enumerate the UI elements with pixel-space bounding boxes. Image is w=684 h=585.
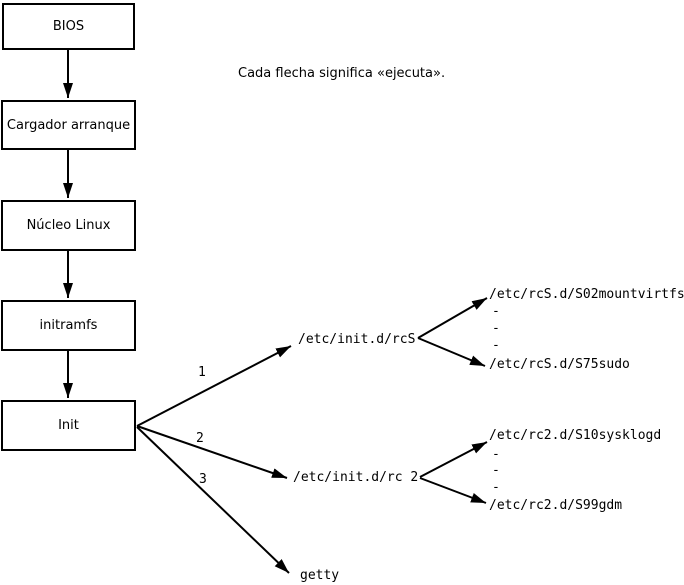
node-nucleo-linux-label: Núcleo Linux xyxy=(26,218,111,233)
branch-number-2: 2 xyxy=(196,431,204,446)
node-init-label: Init xyxy=(58,418,79,433)
node-cargador-arranque-label: Cargador arranque xyxy=(6,117,131,133)
node-cargador-arranque: Cargador arranque xyxy=(1,100,136,150)
diagram-caption: Cada flecha significa «ejecuta». xyxy=(238,66,446,81)
target-getty: getty xyxy=(300,568,340,583)
ellipsis-dash: - xyxy=(492,463,500,478)
arrow-init-to-getty xyxy=(136,426,290,574)
ellipsis-dash: - xyxy=(492,338,500,353)
node-bios-label: BIOS xyxy=(52,19,85,34)
script-s75sudo: /etc/rcS.d/S75sudo xyxy=(489,357,630,372)
arrow-rc2-to-s10 xyxy=(419,441,488,478)
branch-number-3: 3 xyxy=(199,472,207,487)
branch-number-1: 1 xyxy=(198,365,206,380)
arrow-rcS-to-s02 xyxy=(417,297,488,339)
script-s02mountvirtfs: /etc/rcS.d/S02mountvirtfs xyxy=(489,287,684,302)
node-nucleo-linux: Núcleo Linux xyxy=(1,200,136,251)
script-s99gdm: /etc/rc2.d/S99gdm xyxy=(489,498,623,513)
node-init: Init xyxy=(1,400,136,451)
target-init-d-rcS: /etc/init.d/rcS xyxy=(298,332,416,347)
node-initramfs-label: initramfs xyxy=(39,318,98,333)
ellipsis-dash: - xyxy=(492,480,500,495)
arrow-init-to-rcS xyxy=(136,345,292,427)
script-s10sysklogd: /etc/rc2.d/S10sysklogd xyxy=(489,428,662,443)
ellipsis-dash: - xyxy=(492,447,500,462)
arrow-rcS-to-s75 xyxy=(417,337,486,367)
arrow-init-to-rc2 xyxy=(136,425,288,479)
arrow-rc2-to-s99 xyxy=(419,477,487,504)
ellipsis-dash: - xyxy=(492,304,500,319)
ellipsis-dash: - xyxy=(492,321,500,336)
target-init-d-rc2: /etc/init.d/rc 2 xyxy=(293,470,419,485)
node-initramfs: initramfs xyxy=(1,300,136,351)
node-bios: BIOS xyxy=(2,3,135,50)
